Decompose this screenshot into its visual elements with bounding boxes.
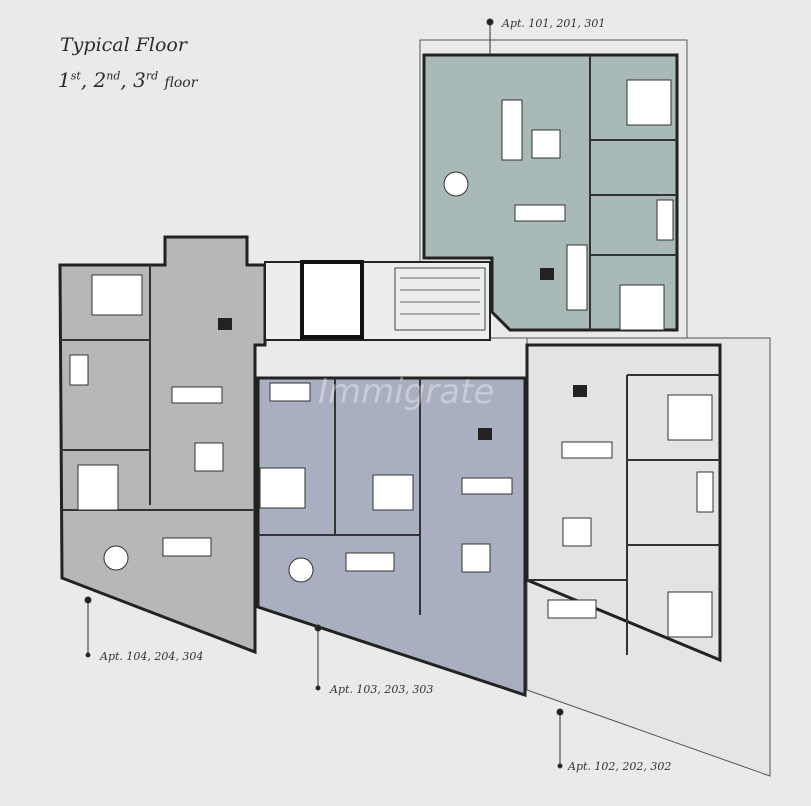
round-table (443, 171, 469, 197)
bed (91, 274, 143, 316)
coffee-table (461, 543, 491, 573)
coffee-table (562, 517, 592, 547)
staircase (394, 267, 486, 331)
coffee-table (194, 442, 224, 472)
apt-103-label: Apt. 103, 203, 303 (330, 683, 434, 696)
coffee-table (531, 129, 561, 159)
bathtub (656, 199, 674, 241)
apt-102-label: Apt. 102, 202, 302 (568, 760, 672, 773)
bed (619, 284, 665, 331)
bed (667, 394, 713, 441)
bed (626, 79, 672, 126)
apt-103-area (256, 376, 527, 698)
sofa (345, 552, 395, 572)
elevator (300, 260, 364, 339)
bed (259, 467, 306, 509)
watermark: Immigrate (318, 372, 495, 412)
bathtub (696, 471, 714, 513)
sofa (547, 599, 597, 619)
dining-table-103 (461, 477, 513, 495)
bed (667, 591, 713, 638)
apt-101-area (422, 53, 679, 332)
round-table (288, 557, 314, 583)
kitchen-island (566, 244, 588, 311)
bed (77, 464, 119, 511)
round-table (103, 545, 129, 571)
apt-101-label: Apt. 101, 201, 301 (502, 17, 606, 30)
apt-104-area (58, 235, 267, 655)
apt-104-label: Apt. 104, 204, 304 (100, 650, 204, 663)
sofa (501, 99, 523, 161)
dining-table-104 (171, 386, 223, 404)
bathtub (269, 382, 311, 402)
plan-title: Typical Floor (60, 34, 187, 56)
sofa (162, 537, 212, 557)
bed (372, 474, 414, 511)
stair-core (264, 261, 491, 341)
dining-table-101 (514, 204, 566, 222)
bathtub (69, 354, 89, 386)
dining-table-102 (561, 441, 613, 459)
floor-subtitle: 1st, 2nd, 3rd floor (58, 68, 198, 92)
